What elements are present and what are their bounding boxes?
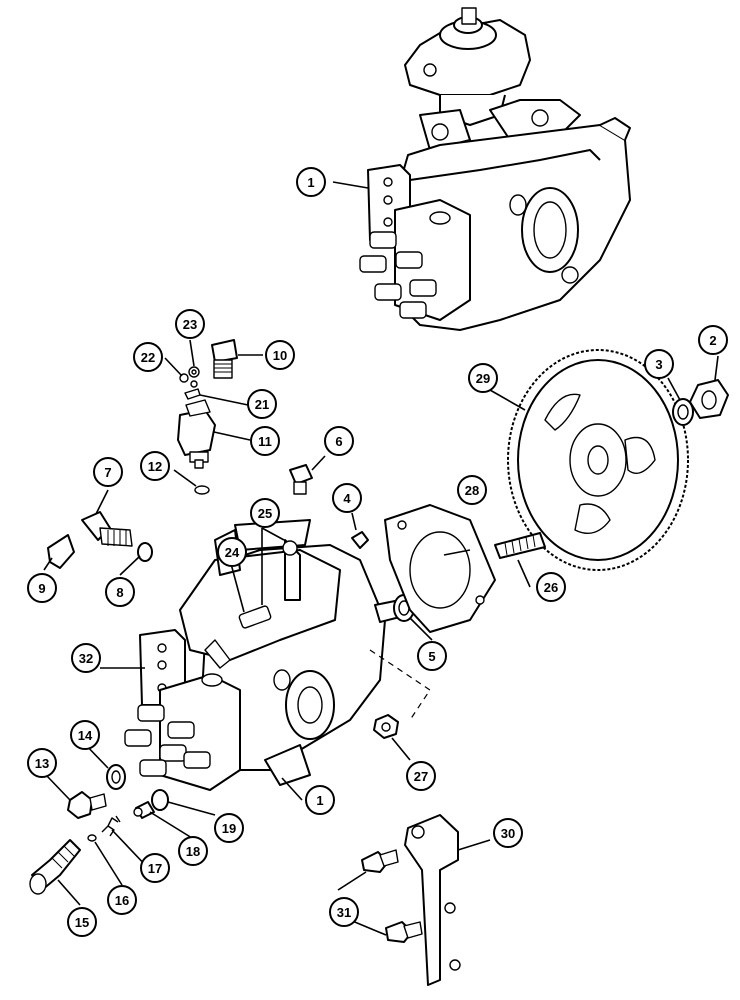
svg-text:8: 8 bbox=[116, 585, 123, 600]
svg-text:1: 1 bbox=[316, 793, 323, 808]
sealing-washer-8 bbox=[137, 542, 153, 562]
callout-balloon-icon: 10 bbox=[265, 340, 295, 370]
svg-text:14: 14 bbox=[78, 728, 93, 743]
callout-balloon-icon: 25 bbox=[250, 498, 280, 528]
svg-text:23: 23 bbox=[183, 317, 197, 332]
callout-balloon-icon: 32 bbox=[71, 643, 101, 673]
callout-balloon-icon: 23 bbox=[175, 309, 205, 339]
callout-balloon-icon: 2 bbox=[698, 325, 728, 355]
callout-balloon-icon: 22 bbox=[133, 342, 163, 372]
callout-balloon-icon: 31 bbox=[329, 897, 359, 927]
seal-ring-16 bbox=[87, 834, 97, 842]
svg-text:28: 28 bbox=[465, 483, 479, 498]
svg-text:29: 29 bbox=[476, 371, 490, 386]
callout-balloon-icon: 1 bbox=[296, 167, 326, 197]
svg-text:12: 12 bbox=[148, 459, 162, 474]
svg-text:16: 16 bbox=[115, 893, 129, 908]
svg-text:30: 30 bbox=[501, 826, 515, 841]
callout-balloon-icon: 14 bbox=[70, 720, 100, 750]
callout-balloon-icon: 27 bbox=[406, 761, 436, 791]
svg-text:31: 31 bbox=[337, 905, 351, 920]
callout-balloon-icon: 4 bbox=[332, 483, 362, 513]
delivery-valve-outlets-top bbox=[359, 231, 437, 319]
bracket-bolt-lower bbox=[385, 921, 423, 943]
svg-text:21: 21 bbox=[255, 397, 269, 412]
flange-nut bbox=[373, 714, 399, 739]
drive-gear bbox=[507, 349, 689, 571]
callout-balloon-icon: 3 bbox=[644, 349, 674, 379]
svg-text:32: 32 bbox=[79, 651, 93, 666]
svg-text:6: 6 bbox=[335, 434, 342, 449]
valve-washer bbox=[151, 789, 169, 811]
mounting-gasket bbox=[384, 504, 496, 633]
gear-stud bbox=[494, 532, 546, 559]
svg-text:15: 15 bbox=[75, 915, 89, 930]
callout-balloon-icon: 29 bbox=[468, 363, 498, 393]
svg-text:26: 26 bbox=[544, 580, 558, 595]
svg-text:25: 25 bbox=[258, 506, 272, 521]
svg-text:13: 13 bbox=[35, 756, 49, 771]
callout-balloon-icon: 30 bbox=[493, 818, 523, 848]
svg-text:9: 9 bbox=[38, 581, 45, 596]
terminal-washer bbox=[184, 388, 201, 400]
svg-text:11: 11 bbox=[258, 434, 272, 449]
svg-text:5: 5 bbox=[428, 649, 435, 664]
support-bracket bbox=[404, 814, 461, 986]
valve-spring bbox=[101, 815, 121, 837]
svg-text:27: 27 bbox=[414, 769, 428, 784]
callout-balloon-icon: 11 bbox=[250, 426, 280, 456]
callout-balloon-icon: 8 bbox=[105, 577, 135, 607]
svg-text:24: 24 bbox=[225, 545, 240, 560]
callout-balloon-icon: 7 bbox=[93, 457, 123, 487]
callout-balloon-icon: 26 bbox=[536, 572, 566, 602]
callout-balloon-icon: 12 bbox=[140, 451, 170, 481]
svg-text:10: 10 bbox=[273, 348, 287, 363]
callout-balloon-icon: 13 bbox=[27, 748, 57, 778]
callout-balloon-icon: 6 bbox=[324, 426, 354, 456]
hex-screw bbox=[81, 511, 133, 547]
callout-balloon-icon: 21 bbox=[247, 389, 277, 419]
svg-text:18: 18 bbox=[186, 844, 200, 859]
svg-text:1: 1 bbox=[307, 175, 314, 190]
svg-text:19: 19 bbox=[222, 821, 236, 836]
callout-balloon-icon: 18 bbox=[178, 836, 208, 866]
callout-balloon-icon: 17 bbox=[140, 853, 170, 883]
callout-balloon-icon: 16 bbox=[107, 885, 137, 915]
callout-balloon-icon: 9 bbox=[27, 573, 57, 603]
bracket-bolt-upper bbox=[361, 849, 399, 873]
hex-plug bbox=[67, 791, 107, 819]
delivery-valve bbox=[133, 801, 155, 819]
callout-balloon-icon: 24 bbox=[217, 537, 247, 567]
lower-injection-pump-assembly bbox=[124, 519, 405, 791]
retaining-clip bbox=[47, 534, 75, 569]
hollow-bolt bbox=[211, 339, 238, 379]
gear-nut bbox=[689, 379, 729, 419]
callout-balloon-icon: 28 bbox=[457, 475, 487, 505]
delivery-fitting bbox=[29, 839, 81, 895]
svg-text:4: 4 bbox=[343, 491, 351, 506]
svg-text:17: 17 bbox=[148, 861, 162, 876]
svg-text:3: 3 bbox=[655, 357, 662, 372]
svg-text:22: 22 bbox=[141, 350, 155, 365]
o-ring bbox=[194, 485, 210, 495]
svg-text:2: 2 bbox=[709, 333, 716, 348]
banjo-fitting bbox=[289, 464, 313, 495]
callout-balloon-icon: 5 bbox=[417, 641, 447, 671]
svg-text:7: 7 bbox=[104, 465, 111, 480]
stop-solenoid bbox=[177, 399, 216, 469]
assembly-line bbox=[369, 649, 431, 721]
spring-washer bbox=[672, 398, 694, 426]
upper-injection-pump-assembly bbox=[359, 7, 631, 331]
callout-balloon-icon: 1 bbox=[305, 785, 335, 815]
callout-balloons: 1 1 2 3 4 5 6 7 8 9 10 11 12 13 14 15 16… bbox=[27, 167, 728, 937]
callout-balloon-icon: 19 bbox=[214, 813, 244, 843]
callout-balloon-icon: 15 bbox=[67, 907, 97, 937]
delivery-valve-outlets-bottom bbox=[124, 704, 211, 777]
woodruff-key bbox=[351, 531, 369, 549]
